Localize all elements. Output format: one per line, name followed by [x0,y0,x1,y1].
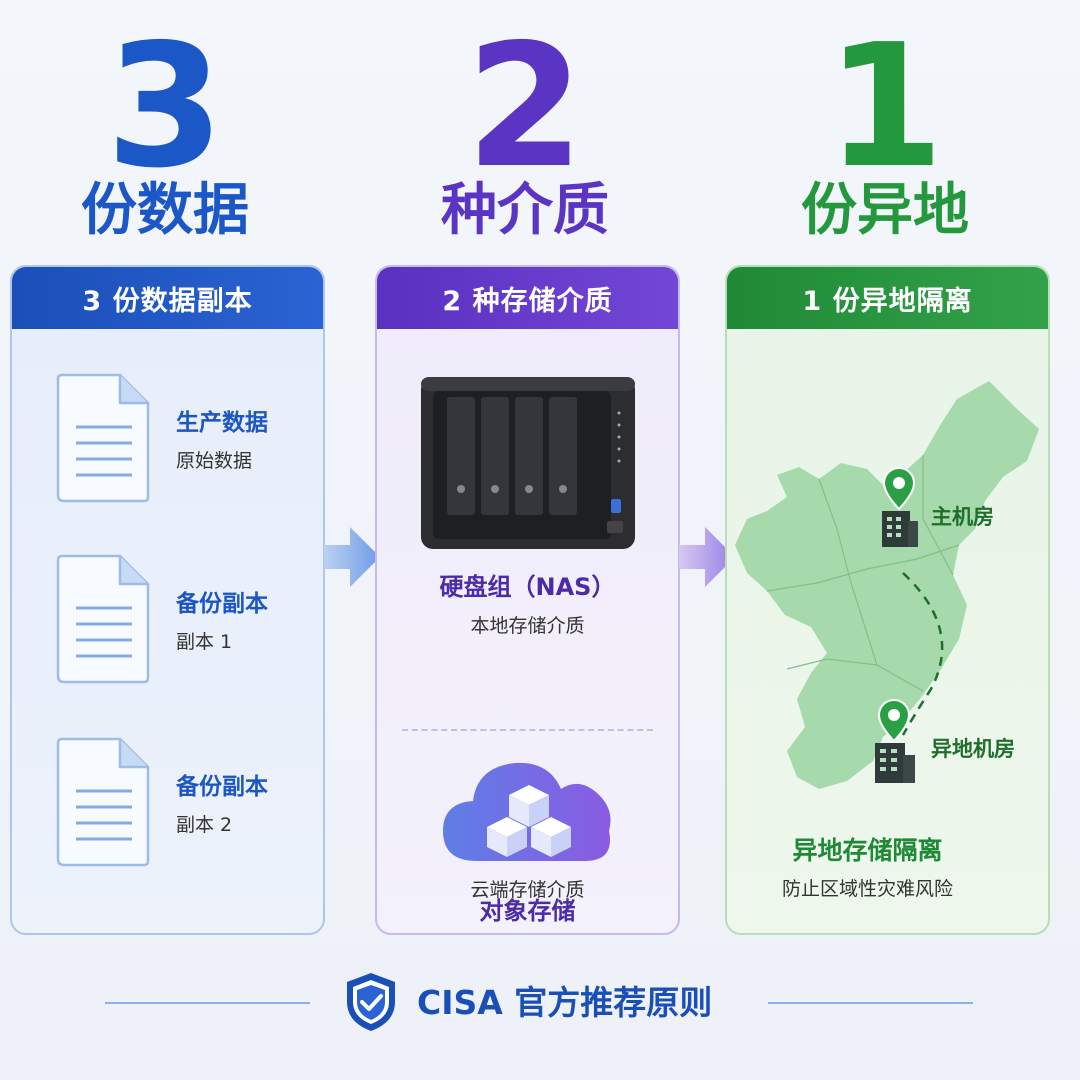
headline-label-media: 种介质 [441,178,609,243]
card-title: 2 种存储介质 [377,267,678,329]
offsite-summary-title: 异地存储隔离 [792,836,943,865]
building-icon [882,511,918,547]
china-map [735,381,1039,789]
card-one-offsite: 1 份异地隔离 主机房 异地机房 [725,265,1050,935]
headline-label-copies: 份数据 [81,178,249,243]
document-icon [56,737,150,867]
arrow-right-icon [324,527,380,587]
divider [402,729,653,731]
card-title: 3 份数据副本 [12,267,323,329]
list-item-backup-copy-2: 备份副本 副本 2 [56,735,316,867]
offsite-summary-subtitle: 防止区域性灾难风险 [781,878,953,900]
item-title: 备份副本 [176,774,268,800]
document-icon [56,373,150,503]
headline-number-1: 1 [825,8,945,206]
nas-device-icon [421,377,635,549]
cloud-subtitle-wrap: 云端存储介质 [375,875,680,902]
location-pin-icon [877,699,911,743]
card-two-media: 2 种存储介质 硬盘组（NAS） 本地存储介质 [375,265,680,935]
item-subtitle: 副本 1 [176,631,233,653]
item-title: 备份副本 [176,591,268,617]
headline-number-2: 2 [465,8,585,206]
document-icon [56,554,150,684]
headline-label-offsite: 份异地 [801,178,969,243]
building-icon [875,743,915,783]
card-title: 1 份异地隔离 [727,267,1048,329]
item-title: 生产数据 [176,410,268,436]
item-subtitle: 副本 2 [176,814,233,836]
list-item-backup-copy-1: 备份副本 副本 1 [56,552,316,684]
arrow-right-icon [679,527,735,587]
nas-subtitle: 本地存储介质 [470,615,585,637]
list-item-production-data: 生产数据 原始数据 [56,371,316,503]
headline-number-3: 3 [105,8,225,206]
location-pin-icon [882,467,916,511]
remote-site-label: 异地机房 [931,737,1015,761]
item-subtitle: 原始数据 [176,450,253,472]
footer-divider-right [768,1002,973,1004]
cloud-title: 对象存储 [479,897,576,925]
cloud-subtitle: 云端存储介质 [470,879,585,901]
shield-check-icon [347,973,395,1031]
cloud-storage-icon [443,762,611,861]
card-three-copies: 3 份数据副本 生产数据 原始数据 备份副本 [10,265,325,935]
footer-caption: CISA 官方推荐原则 [417,983,713,1022]
primary-site-label: 主机房 [931,505,994,529]
nas-title: 硬盘组（NAS） [439,573,616,601]
footer-divider-left [105,1002,310,1004]
